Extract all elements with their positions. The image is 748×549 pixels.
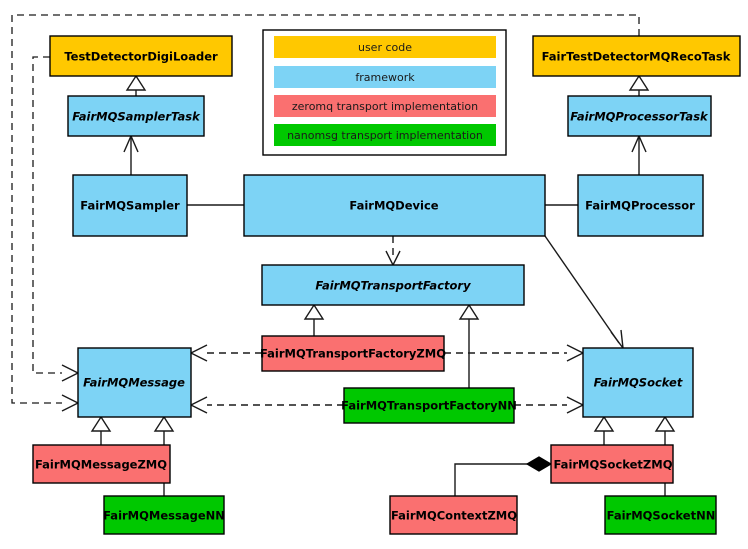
node-fair-test-detector-mq-reco-task[interactable]: FairTestDetectorMQRecoTask [532, 35, 741, 77]
node-fairmq-processor[interactable]: FairMQProcessor [577, 174, 704, 237]
node-label: FairMQSamplerTask [72, 110, 201, 124]
arrowhead-hollow-recotask [628, 74, 650, 91]
node-box[interactable] [261, 335, 445, 372]
node-fairmq-device[interactable]: FairMQDevice [243, 174, 546, 237]
node-label: FairMQSocketZMQ [554, 458, 673, 472]
node-box[interactable] [49, 35, 233, 77]
node-box[interactable] [567, 95, 712, 137]
arrowhead-hollow-message-left [90, 415, 112, 432]
edge-recotask-to-message-path [11, 14, 640, 404]
node-label: FairMQSocketNN [607, 509, 716, 523]
node-box[interactable] [577, 174, 704, 237]
arrowhead-open-socket-top [610, 329, 624, 351]
arrowhead-hollow-tf-right [458, 303, 480, 320]
arrowhead-open-socket-from-tfzmq [566, 344, 585, 362]
node-label: FairMQMessage [83, 376, 185, 390]
node-label: TestDetectorDigiLoader [64, 50, 218, 64]
node-box[interactable] [343, 387, 515, 424]
node-fairmq-context-zmq[interactable]: FairMQContextZMQ [389, 495, 518, 535]
arrowhead-open-socket-from-tfnn [566, 396, 585, 414]
arrowhead-hollow-digiloader [125, 74, 147, 91]
node-label: FairMQMessageZMQ [35, 458, 167, 472]
legend-swatch-zeromq [274, 95, 496, 117]
node-box[interactable] [103, 495, 225, 535]
node-fairmq-socket-zmq[interactable]: FairMQSocketZMQ [550, 444, 674, 484]
node-box[interactable] [532, 35, 741, 77]
node-box[interactable] [550, 444, 674, 484]
node-fairmq-transport-factory-zmq[interactable]: FairMQTransportFactoryZMQ [260, 335, 446, 372]
arrowhead-hollow-tf-left [303, 303, 325, 320]
edge-socketzmq-to-contextzmq [454, 463, 538, 496]
legend-label-user-code: user code [358, 41, 412, 54]
node-box[interactable] [389, 495, 518, 535]
legend-label-framework: framework [355, 71, 415, 84]
node-test-detector-digi-loader[interactable]: TestDetectorDigiLoader [49, 35, 233, 77]
node-label: FairMQMessageNN [103, 509, 225, 523]
node-box[interactable] [604, 495, 717, 535]
node-box[interactable] [243, 174, 546, 237]
node-label: FairMQTransportFactory [315, 279, 471, 293]
edge-device-to-socket [544, 235, 620, 344]
node-fairmq-socket-nn[interactable]: FairMQSocketNN [604, 495, 717, 535]
legend-swatch-nanomsg [274, 124, 496, 146]
node-fairmq-processor-task[interactable]: FairMQProcessorTask [567, 95, 712, 137]
arrowhead-open-message-upper [61, 364, 80, 382]
legend-label-zeromq: zeromq transport implementation [292, 100, 478, 113]
node-box[interactable] [67, 95, 205, 137]
node-box[interactable] [72, 174, 188, 237]
node-box[interactable] [77, 347, 192, 418]
legend: user code framework zeromq transport imp… [262, 29, 507, 156]
node-fairmq-transport-factory-nn[interactable]: FairMQTransportFactoryNN [341, 387, 517, 424]
arrowhead-open-message-lower [61, 394, 80, 412]
legend-swatch-user-code [274, 36, 496, 58]
legend-label-nanomsg: nanomsg transport implementation [287, 129, 483, 142]
node-label: FairTestDetectorMQRecoTask [542, 50, 731, 64]
node-fairmq-sampler[interactable]: FairMQSampler [72, 174, 188, 237]
composition-diamond-socketzmq [525, 456, 553, 472]
node-label: FairMQTransportFactoryNN [341, 399, 517, 413]
node-label: FairMQSocket [594, 376, 683, 390]
node-fairmq-message-zmq[interactable]: FairMQMessageZMQ [32, 444, 171, 484]
node-fairmq-socket[interactable]: FairMQSocket [582, 347, 694, 418]
node-label: FairMQProcessor [585, 199, 695, 213]
arrowhead-open-message-from-tfnn [189, 396, 208, 414]
edge-digiloader-to-message-path [32, 56, 62, 374]
node-label: FairMQSampler [80, 199, 180, 213]
arrowhead-hollow-socket-right [654, 415, 676, 432]
arrowhead-hollow-message-right [153, 415, 175, 432]
node-fairmq-sampler-task[interactable]: FairMQSamplerTask [67, 95, 205, 137]
node-label: FairMQProcessorTask [570, 110, 709, 124]
node-box[interactable] [32, 444, 171, 484]
node-fairmq-message[interactable]: FairMQMessage [77, 347, 192, 418]
node-box[interactable] [582, 347, 694, 418]
arrowhead-hollow-socket-left [593, 415, 615, 432]
node-group: TestDetectorDigiLoader FairMQSamplerTask… [32, 35, 741, 535]
node-fairmq-transport-factory[interactable]: FairMQTransportFactory [261, 264, 525, 306]
node-box[interactable] [261, 264, 525, 306]
arrowhead-open-message-from-tfzmq [189, 344, 208, 362]
node-fairmq-message-nn[interactable]: FairMQMessageNN [103, 495, 225, 535]
node-label: FairMQContextZMQ [391, 509, 517, 523]
node-label: FairMQTransportFactoryZMQ [260, 347, 446, 361]
legend-swatch-framework [274, 66, 496, 88]
node-label: FairMQDevice [349, 199, 438, 213]
